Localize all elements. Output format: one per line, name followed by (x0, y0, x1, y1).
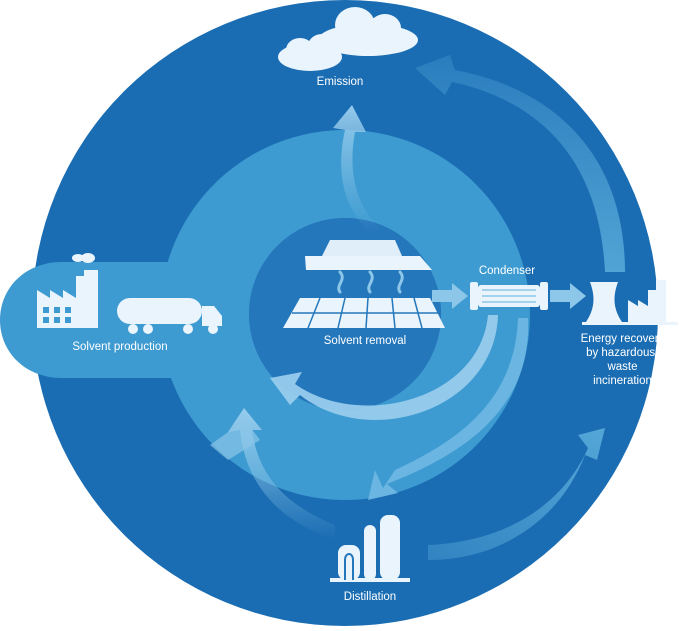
condenser-to-energy-arrow (550, 283, 586, 309)
removal-to-condenser-arrow (432, 283, 468, 309)
factory-icon (37, 253, 98, 328)
condenser-to-distillation-arrow (368, 318, 529, 500)
cycle-ring (159, 130, 530, 500)
vapor-icon (337, 270, 404, 294)
ring-inner-arrow (210, 420, 260, 460)
outer-arrow-bottom (428, 428, 605, 560)
label-energy-recovery-line: incineration (593, 375, 652, 387)
outer-arrow-top (415, 55, 625, 272)
label-solvent-production: Solvent production (72, 341, 168, 353)
condenser-fins (482, 289, 536, 303)
distillation-column-icon (330, 515, 410, 582)
distillation-details (344, 553, 354, 580)
cloud-icon (278, 7, 418, 71)
label-energy-recovery-line: by hazardous- (586, 347, 659, 359)
label-energy-recovery-line: Energy recovery (580, 333, 665, 345)
label-emission: Emission (316, 76, 364, 88)
tanker-truck-icon (117, 298, 222, 334)
condenser-return-arrow (270, 315, 498, 420)
label-energy-recovery: Energy recovery by hazardous- waste inci… (565, 332, 680, 388)
panel-grid (292, 297, 438, 329)
emission-arrow (333, 105, 380, 232)
label-energy-recovery-line: waste (607, 361, 638, 373)
power-plant-icon (582, 280, 678, 325)
distillation-return-arrow (228, 408, 335, 540)
label-distillation: Distillation (343, 591, 397, 603)
label-condenser: Condenser (478, 265, 536, 277)
label-solvent-removal: Solvent removal (323, 335, 407, 347)
